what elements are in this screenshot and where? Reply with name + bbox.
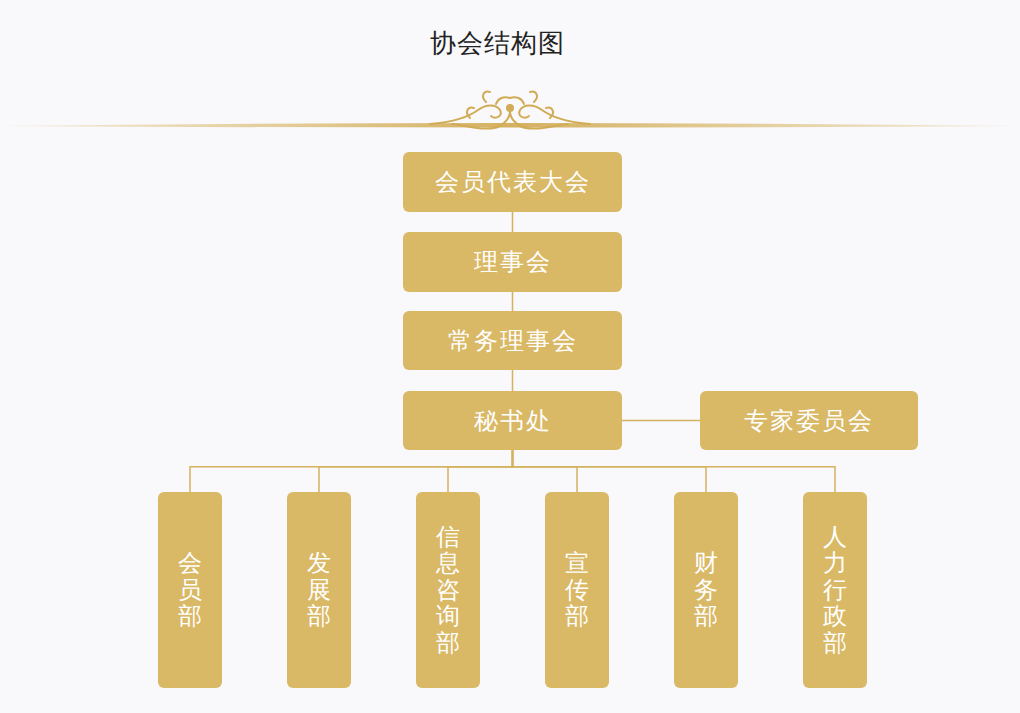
department-box: 会员部: [158, 492, 222, 688]
connector-line: [319, 450, 513, 492]
diagram-title: 协会结构图: [0, 26, 994, 61]
connector-line: [512, 212, 514, 232]
department-box: 人力行政部: [803, 492, 867, 688]
connector-line: [622, 420, 700, 422]
connector-line: [513, 450, 578, 492]
org-box: 秘书处: [403, 391, 622, 450]
node-label: 人力行政部: [823, 524, 847, 656]
ornament-dot: [506, 104, 514, 112]
ornament: [430, 92, 590, 129]
divider-line: [0, 123, 1020, 128]
org-box: 专家委员会: [700, 391, 918, 450]
node-label: 宣传部: [565, 550, 589, 629]
node-label: 会员代表大会: [435, 166, 591, 198]
node-label: 信息咨询部: [436, 524, 460, 656]
department-box: 发展部: [287, 492, 351, 688]
connector-line: [512, 370, 514, 391]
department-box: 宣传部: [545, 492, 609, 688]
connector-line: [512, 292, 514, 311]
node-label: 理事会: [474, 246, 552, 278]
org-box: 会员代表大会: [403, 152, 622, 212]
node-label: 秘书处: [474, 405, 552, 437]
node-label: 常务理事会: [448, 325, 578, 357]
org-box: 常务理事会: [403, 311, 622, 370]
connector-line: [513, 450, 836, 492]
connector-line: [190, 450, 513, 492]
node-label: 专家委员会: [744, 405, 874, 437]
node-label: 财务部: [694, 550, 718, 629]
node-label: 会员部: [178, 550, 202, 629]
connector-line: [513, 450, 707, 492]
department-box: 财务部: [674, 492, 738, 688]
department-box: 信息咨询部: [416, 492, 480, 688]
node-label: 发展部: [307, 550, 331, 629]
connector-line: [448, 450, 513, 492]
org-box: 理事会: [403, 232, 622, 292]
